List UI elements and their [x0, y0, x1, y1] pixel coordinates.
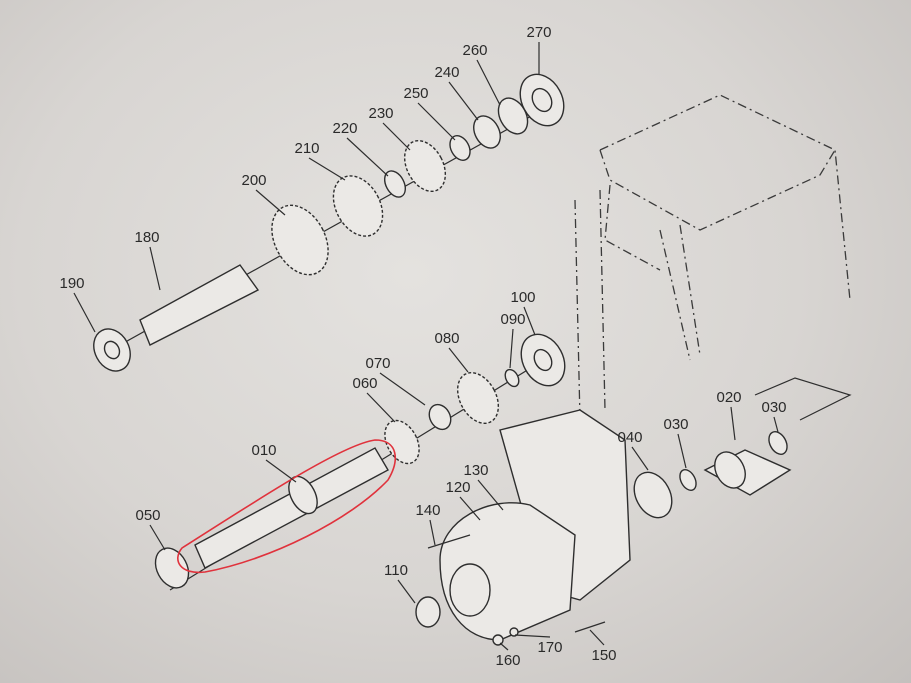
- label-070: 070: [365, 355, 390, 372]
- label-040: 040: [617, 429, 642, 446]
- seal-110: [415, 596, 441, 628]
- transmission-housing-outline: [574, 94, 851, 421]
- stud-150: [574, 621, 606, 633]
- circlip-030-a: [679, 469, 697, 491]
- circlip-030-b: [768, 431, 788, 455]
- highlight-outline-010: [177, 439, 396, 574]
- label-260: 260: [462, 42, 487, 59]
- label-080: 080: [434, 330, 459, 347]
- label-270: 270: [526, 24, 551, 41]
- label-150: 150: [591, 647, 616, 664]
- label-220: 220: [332, 120, 357, 137]
- bearing-260: [497, 97, 529, 135]
- label-130: 130: [463, 462, 488, 479]
- label-140: 140: [415, 502, 440, 519]
- label-180: 180: [134, 229, 159, 246]
- bearing-050: [154, 547, 190, 589]
- label-010: 010: [251, 442, 276, 459]
- label-090: 090: [500, 311, 525, 328]
- gear-060: [384, 419, 420, 465]
- upper-shaft-assembly: [93, 73, 565, 372]
- washer-090: [504, 368, 520, 388]
- nut-160: [492, 634, 504, 646]
- washer-170: [509, 627, 519, 637]
- label-210: 210: [294, 140, 319, 157]
- label-100: 100: [510, 289, 535, 306]
- lower-shaft-assembly: [154, 333, 566, 591]
- gear-210: [332, 175, 384, 237]
- leader-lines: [73, 42, 779, 651]
- collar-070: [428, 403, 452, 431]
- label-030-b: 030: [761, 399, 786, 416]
- gear-200: [271, 204, 329, 276]
- ring-220: [383, 170, 407, 198]
- label-050: 050: [135, 507, 160, 524]
- label-240: 240: [434, 64, 459, 81]
- label-030-a: 030: [663, 416, 688, 433]
- label-250: 250: [403, 85, 428, 102]
- shaft-010: [194, 447, 389, 569]
- cover-assembly: [415, 377, 852, 646]
- label-120: 120: [445, 479, 470, 496]
- label-110: 110: [384, 562, 408, 579]
- bolt-140: [427, 534, 471, 549]
- shaft-180: [139, 264, 260, 346]
- label-200: 200: [241, 172, 266, 189]
- label-190: 190: [59, 275, 84, 292]
- label-160: 160: [495, 652, 520, 669]
- label-020: 020: [716, 389, 741, 406]
- label-230: 230: [368, 105, 393, 122]
- needle-bearing-240: [473, 115, 501, 149]
- gear-080: [456, 372, 500, 424]
- label-060: 060: [352, 375, 377, 392]
- part-labels: 270 260 240 250 230 220 210 200 180 190 …: [59, 24, 786, 669]
- collar-250: [449, 135, 471, 161]
- bearing-040: [633, 471, 673, 519]
- label-170: 170: [537, 639, 562, 656]
- gear-230: [403, 140, 447, 192]
